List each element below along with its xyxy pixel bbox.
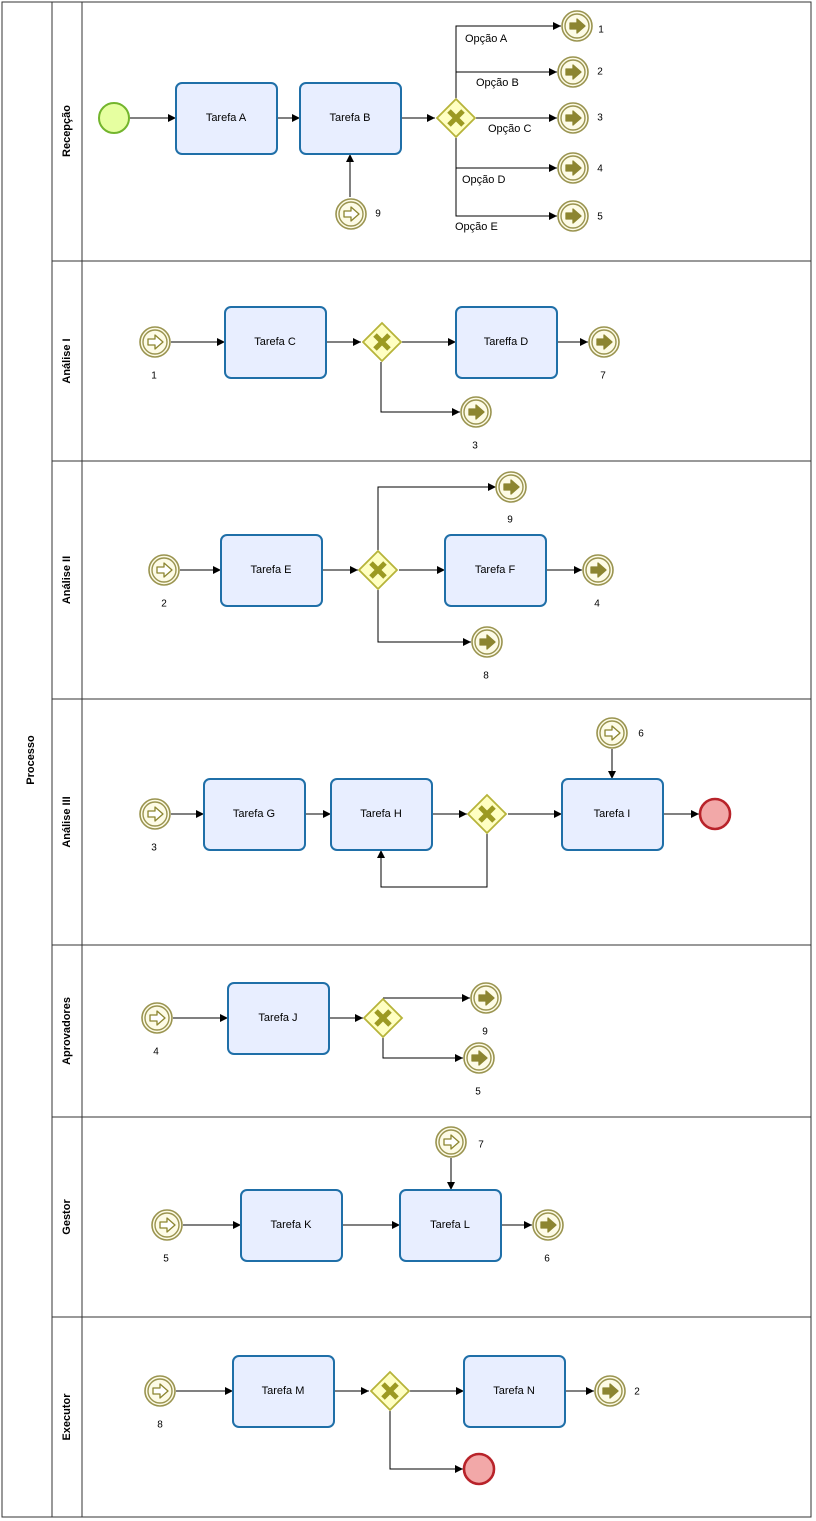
link-catch-aprovadores-4 — [141, 1002, 173, 1034]
option-c-label: Opção C — [488, 123, 531, 135]
task-f — [444, 534, 547, 607]
task-l — [399, 1189, 502, 1262]
task-e — [220, 534, 323, 607]
task-m-label: Tarefa M — [262, 1385, 305, 1397]
link-throw-gestor-6 — [532, 1209, 564, 1241]
task-d — [455, 306, 558, 379]
task-g-label: Tarefa G — [233, 808, 275, 820]
link-label-recepcao-4: 4 — [597, 164, 603, 175]
link-label-recepcao-9: 9 — [375, 209, 381, 220]
link-catch-gestor-7 — [435, 1126, 467, 1158]
task-m — [232, 1355, 335, 1428]
lane-label-aprovadores: Aprovadores — [61, 997, 73, 1065]
task-n — [463, 1355, 566, 1428]
task-g — [203, 778, 306, 851]
link-throw-aprovadores-9 — [470, 982, 502, 1014]
link-label-recepcao-3: 3 — [597, 113, 603, 124]
option-a-label: Opção A — [465, 33, 508, 45]
link-throw-analise-2-4 — [582, 554, 614, 586]
task-h-label: Tarefa H — [360, 808, 402, 820]
task-n-label: Tarefa N — [493, 1385, 535, 1397]
task-f-label: Tarefa F — [475, 564, 516, 576]
task-a — [175, 82, 278, 155]
lane-label-gestor: Gestor — [61, 1199, 73, 1235]
task-k-label: Tarefa K — [271, 1219, 313, 1231]
link-throw-analise-2-9 — [495, 471, 527, 503]
link-label-analise-1-1: 1 — [151, 371, 157, 382]
link-catch-gestor-5 — [151, 1209, 183, 1241]
link-label-gestor-5: 5 — [163, 1254, 169, 1265]
pool-label: Processo — [25, 735, 37, 785]
link-catch-analise-3-3 — [139, 798, 171, 830]
link-throw-analise-1-3 — [460, 396, 492, 428]
link-label-analise-2-4: 4 — [594, 599, 600, 610]
link-throw-recepcao-5 — [557, 200, 589, 232]
task-i — [561, 778, 664, 851]
task-k — [240, 1189, 343, 1262]
task-e-label: Tarefa E — [251, 564, 292, 576]
link-catch-executor-8 — [144, 1375, 176, 1407]
link-throw-analise-2-8 — [471, 626, 503, 658]
link-label-analise-3-6: 6 — [638, 729, 644, 740]
task-c-label: Tarefa C — [254, 336, 296, 348]
link-label-gestor-7: 7 — [478, 1140, 484, 1151]
sequence-flows — [129, 22, 699, 1473]
end-event-analise-3 — [698, 797, 732, 831]
task-b-label: Tarefa B — [330, 112, 371, 124]
link-label-aprovadores-4: 4 — [153, 1047, 159, 1058]
link-throw-recepcao-3 — [557, 102, 589, 134]
option-e-label: Opção E — [455, 221, 498, 233]
link-catch-analise-3-6 — [596, 717, 628, 749]
link-label-analise-3-3: 3 — [151, 843, 157, 854]
lane-label-recepcao: Recepção — [61, 105, 73, 157]
link-label-aprovadores-5: 5 — [475, 1087, 481, 1098]
task-c — [224, 306, 327, 379]
link-label-executor-2: 2 — [634, 1387, 640, 1398]
link-label-analise-2-8: 8 — [483, 671, 489, 682]
link-throw-analise-1-7 — [588, 326, 620, 358]
end-event-executor — [462, 1452, 496, 1486]
lane-label-executor: Executor — [61, 1393, 73, 1441]
link-label-executor-8: 8 — [157, 1420, 163, 1431]
link-label-analise-2-9: 9 — [507, 515, 513, 526]
lane-label-analise-3: Análise III — [61, 796, 73, 847]
task-d-label: Tareffa D — [484, 336, 528, 348]
task-i-label: Tarefa I — [594, 808, 631, 820]
link-throw-executor-2 — [594, 1375, 626, 1407]
link-label-gestor-6: 6 — [544, 1254, 550, 1265]
link-catch-analise-2-2 — [148, 554, 180, 586]
option-d-label: Opção D — [462, 174, 505, 186]
lane-label-analise-1: Análise I — [61, 338, 73, 383]
link-label-recepcao-1: 1 — [598, 25, 604, 36]
lane-label-analise-2: Análise II — [61, 556, 73, 604]
link-catch-analise-1-1 — [139, 326, 171, 358]
start-event — [98, 102, 130, 134]
link-throw-recepcao-2 — [557, 56, 589, 88]
link-label-analise-1-3: 3 — [472, 441, 478, 452]
link-throw-recepcao-1 — [561, 10, 593, 42]
link-label-recepcao-2: 2 — [597, 67, 603, 78]
task-j — [227, 982, 330, 1055]
link-catch-recepcao-9 — [335, 198, 367, 230]
option-b-label: Opção B — [476, 77, 519, 89]
link-label-analise-1-7: 7 — [600, 371, 606, 382]
task-b — [299, 82, 402, 155]
link-throw-aprovadores-5 — [463, 1042, 495, 1074]
task-l-label: Tarefa L — [430, 1219, 470, 1231]
link-throw-recepcao-4 — [557, 152, 589, 184]
link-label-analise-2-2: 2 — [161, 599, 167, 610]
task-h — [330, 778, 433, 851]
task-j-label: Tarefa J — [258, 1012, 297, 1024]
link-label-aprovadores-9: 9 — [482, 1027, 488, 1038]
task-a-label: Tarefa A — [206, 112, 247, 124]
link-label-recepcao-5: 5 — [597, 212, 603, 223]
